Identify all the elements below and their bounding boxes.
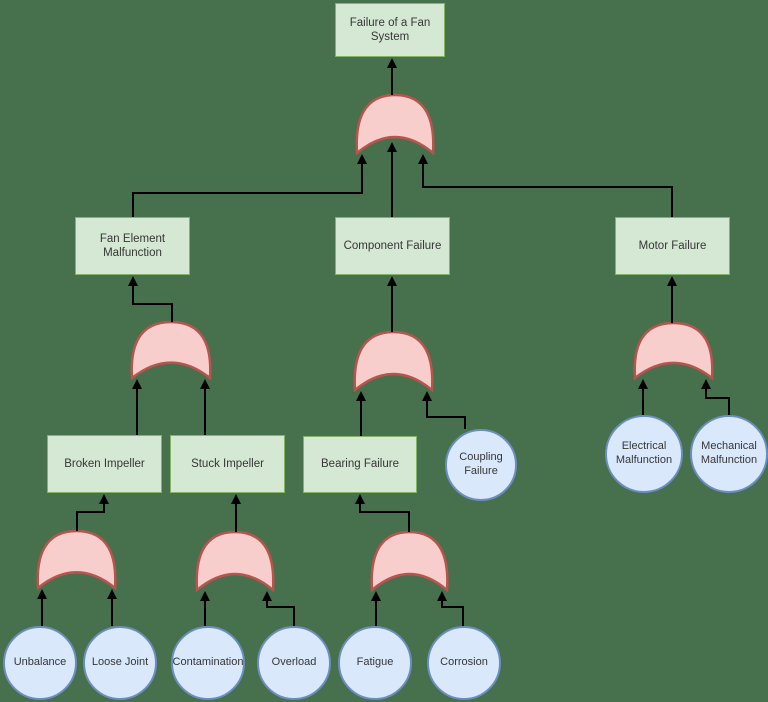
node-corrosion: Corrosion	[427, 626, 501, 700]
node-bearing-failure: Bearing Failure	[303, 436, 417, 493]
arrowhead	[387, 58, 397, 68]
arrowhead	[107, 589, 117, 599]
or-gate-motor	[633, 321, 714, 381]
arrowhead	[128, 276, 138, 286]
arrowhead	[356, 391, 366, 401]
arrowhead	[422, 391, 432, 401]
connector-motor-to-gate-top	[422, 162, 673, 217]
connector-coupling-to-gate-component	[426, 399, 466, 429]
node-motor-failure: Motor Failure	[615, 217, 730, 275]
node-coupling-failure: Coupling Failure	[445, 429, 517, 501]
node-mechanical-malfunction: Mechanical Malfunction	[690, 415, 768, 493]
node-broken-impeller: Broken Impeller	[47, 435, 162, 493]
or-gate-top	[355, 93, 435, 156]
connector-gate-broken-to-broken-impeller	[76, 502, 105, 531]
arrowhead	[371, 591, 381, 601]
connector-corrosion-to-gate-bearing	[441, 599, 464, 626]
arrowhead	[667, 276, 677, 286]
arrowhead	[200, 379, 210, 389]
node-top-event: Failure of a Fan System	[335, 3, 445, 57]
arrowhead	[132, 379, 142, 389]
or-gate-fan-element	[130, 320, 212, 381]
arrowhead	[357, 154, 367, 164]
arrowhead	[387, 276, 397, 286]
arrowhead	[231, 494, 241, 504]
arrowhead	[355, 494, 365, 504]
node-component-failure: Component Failure	[335, 217, 450, 275]
connector-mechanical-to-gate-motor	[705, 387, 730, 415]
or-gate-stuck-impeller	[195, 530, 275, 593]
arrowhead	[37, 589, 47, 599]
node-stuck-impeller: Stuck Impeller	[170, 435, 285, 493]
node-contamination: Contamination	[171, 626, 245, 700]
arrowhead	[638, 379, 648, 389]
or-gate-component	[353, 330, 434, 393]
connector-fan-element-to-gate-top	[132, 162, 363, 217]
arrowhead	[262, 591, 272, 601]
node-overload: Overload	[257, 626, 331, 700]
arrowhead	[437, 591, 447, 601]
node-fatigue: Fatigue	[338, 626, 412, 700]
connector-gate-fan-to-fan-element	[132, 284, 173, 322]
arrowhead	[387, 142, 397, 152]
arrowhead	[200, 591, 210, 601]
arrowhead	[418, 154, 428, 164]
node-electrical-malfunction: Electrical Malfunction	[605, 415, 683, 493]
or-gate-bearing-failure	[370, 530, 449, 593]
connector-gate-bearing-to-bearing-failure	[359, 502, 410, 532]
arrowhead	[701, 379, 711, 389]
node-fan-element-malfunction: Fan Element Malfunction	[75, 217, 190, 275]
node-loose-joint: Loose Joint	[83, 626, 157, 700]
arrowhead	[99, 494, 109, 504]
node-unbalance: Unbalance	[3, 626, 77, 700]
or-gate-broken-impeller	[36, 529, 117, 591]
connector-overload-to-gate-stuck	[266, 599, 295, 626]
